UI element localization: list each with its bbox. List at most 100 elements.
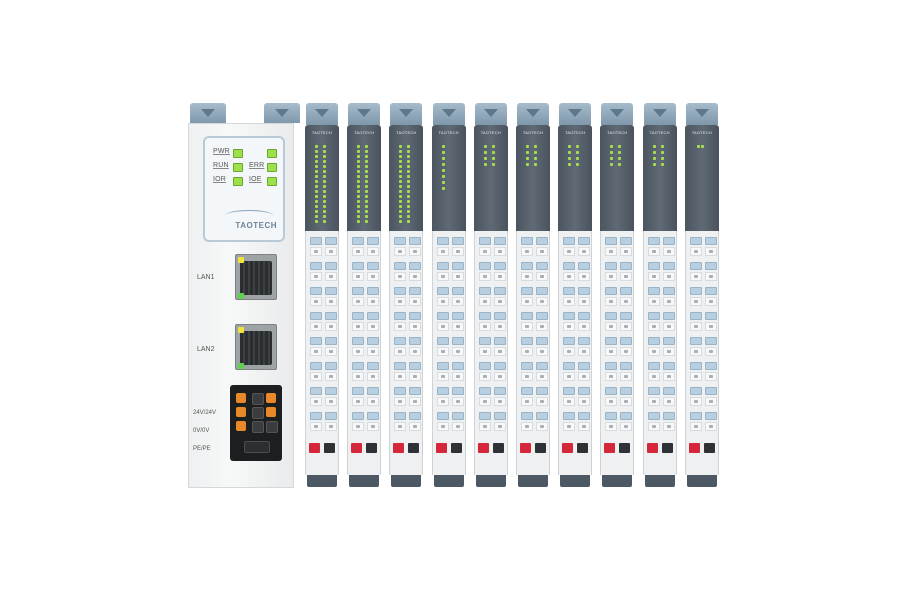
wire-entry[interactable] [620,297,633,306]
push-release-button[interactable] [436,287,449,295]
wire-entry[interactable] [578,422,591,431]
push-release-button[interactable] [493,237,506,245]
wire-entry[interactable] [394,397,407,406]
push-release-button[interactable] [689,237,702,245]
push-release-button[interactable] [578,337,591,345]
wire-entry[interactable] [647,297,660,306]
wire-entry[interactable] [352,297,365,306]
wire-entry[interactable] [325,422,337,431]
wire-entry[interactable] [409,347,422,356]
push-release-button[interactable] [662,262,675,270]
wire-entry[interactable] [578,322,591,331]
push-release-button[interactable] [352,412,365,420]
push-release-button[interactable] [310,337,322,345]
push-release-button[interactable] [521,387,533,395]
wire-entry[interactable] [704,272,717,281]
push-release-button[interactable] [451,362,464,370]
push-release-button[interactable] [367,337,380,345]
push-release-button[interactable] [536,387,548,395]
push-release-button[interactable] [605,312,618,320]
wire-entry[interactable] [563,397,576,406]
wire-entry[interactable] [689,297,702,306]
push-release-button[interactable] [367,412,380,420]
wire-entry[interactable] [325,397,337,406]
wire-entry[interactable] [352,322,365,331]
wire-entry[interactable] [478,372,491,381]
wire-entry[interactable] [367,322,380,331]
push-release-button[interactable] [578,237,591,245]
push-release-button[interactable] [704,387,717,395]
wire-entry[interactable] [689,272,702,281]
wire-entry[interactable] [310,297,322,306]
wire-entry[interactable] [521,322,533,331]
push-release-button[interactable] [493,337,506,345]
wire-entry[interactable] [409,272,422,281]
push-release-button[interactable] [478,237,491,245]
push-release-button[interactable] [478,412,491,420]
wire-entry[interactable] [563,372,576,381]
module-bottom-clip[interactable] [560,475,591,487]
push-release-button[interactable] [310,412,322,420]
push-release-button[interactable] [409,387,422,395]
wire-entry[interactable] [605,272,618,281]
wire-entry[interactable] [394,372,407,381]
push-release-button[interactable] [563,262,576,270]
push-release-button[interactable] [310,312,322,320]
push-release-button[interactable] [367,262,380,270]
push-release-button[interactable] [325,337,337,345]
wire-entry[interactable] [325,272,337,281]
wire-entry[interactable] [394,247,407,256]
wire-entry[interactable] [436,347,449,356]
push-release-button[interactable] [451,312,464,320]
wire-entry[interactable] [605,372,618,381]
wire-entry[interactable] [689,322,702,331]
wire-entry[interactable] [605,422,618,431]
module-bottom-clip[interactable] [475,475,506,487]
push-release-button[interactable] [620,287,633,295]
push-release-button[interactable] [394,287,407,295]
push-release-button[interactable] [704,312,717,320]
push-release-button[interactable] [436,412,449,420]
push-release-button[interactable] [620,362,633,370]
wire-entry[interactable] [352,422,365,431]
push-release-button[interactable] [647,237,660,245]
wire-entry[interactable] [436,322,449,331]
wire-entry[interactable] [536,372,548,381]
wire-entry[interactable] [578,272,591,281]
push-release-button[interactable] [478,262,491,270]
push-release-button[interactable] [620,337,633,345]
push-release-button[interactable] [563,387,576,395]
module-bottom-clip[interactable] [307,475,337,487]
wire-entry[interactable] [451,272,464,281]
wire-entry[interactable] [662,372,675,381]
push-release-button[interactable] [704,412,717,420]
wire-entry[interactable] [310,347,322,356]
module-bottom-clip[interactable] [349,475,380,487]
wire-entry[interactable] [578,247,591,256]
wire-entry[interactable] [325,297,337,306]
push-release-button[interactable] [394,237,407,245]
push-release-button[interactable] [409,362,422,370]
wire-entry[interactable] [493,247,506,256]
push-release-button[interactable] [325,262,337,270]
wire-entry[interactable] [620,347,633,356]
wire-entry[interactable] [521,397,533,406]
push-release-button[interactable] [521,312,533,320]
push-release-button[interactable] [325,362,337,370]
module-release-clip[interactable] [601,103,634,125]
push-release-button[interactable] [662,237,675,245]
push-release-button[interactable] [563,337,576,345]
wire-entry[interactable] [704,422,717,431]
push-release-button[interactable] [310,287,322,295]
wire-entry[interactable] [310,247,322,256]
push-release-button[interactable] [662,362,675,370]
wire-entry[interactable] [409,322,422,331]
power-connector[interactable] [230,385,282,461]
push-release-button[interactable] [451,337,464,345]
push-release-button[interactable] [367,387,380,395]
push-release-button[interactable] [521,287,533,295]
push-release-button[interactable] [367,312,380,320]
wire-entry[interactable] [478,422,491,431]
wire-entry[interactable] [521,372,533,381]
wire-entry[interactable] [536,422,548,431]
